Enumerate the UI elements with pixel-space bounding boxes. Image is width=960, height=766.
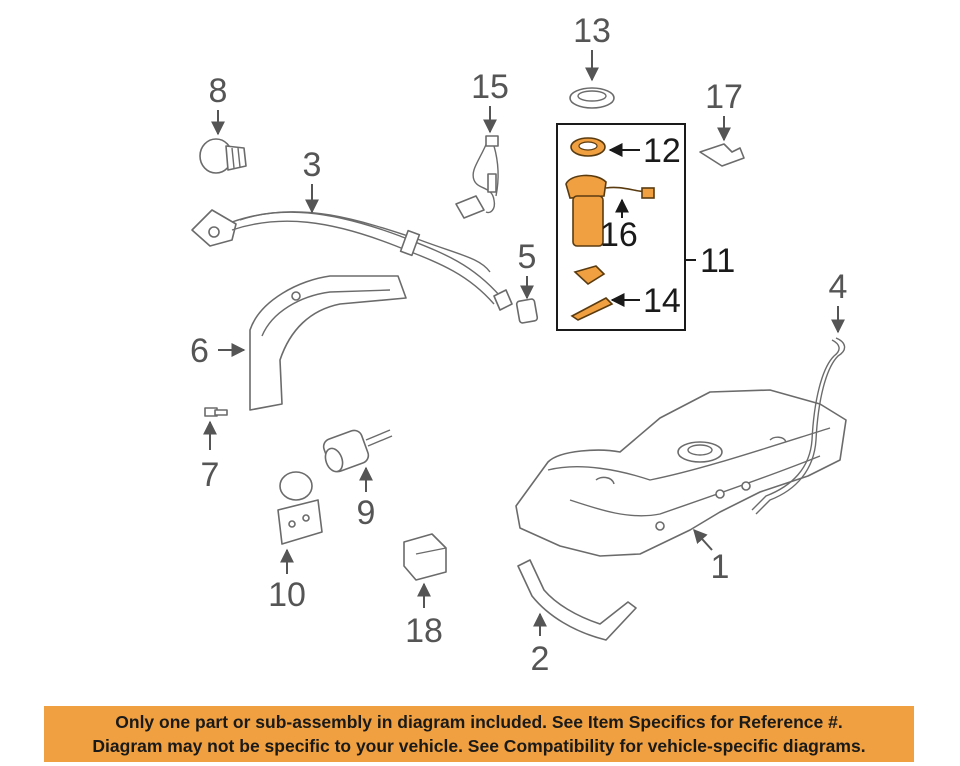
callout-12-label: 12 [643,132,681,170]
filler-pipe-part-3 [191,209,513,311]
callout-4-label: 4 [829,268,848,306]
callout-1: 1 [693,528,730,586]
callout-6: 6 [190,332,246,370]
callout-7-label: 7 [201,456,220,494]
callout-14-label: 14 [643,282,681,320]
callout-8-label: 8 [209,72,228,110]
callout-7: 7 [201,420,220,494]
callout-10: 10 [268,548,306,614]
callout-8: 8 [209,72,228,136]
strap-part-2 [517,559,637,641]
filter-part-9 [322,429,393,473]
shield-part-6 [249,275,407,411]
lock-ring-part-13 [569,87,615,109]
seal-part-12 [570,137,606,157]
callout-6-label: 6 [190,332,209,370]
callout-17: 17 [705,78,743,142]
fuel-tank-part-1 [515,389,847,557]
bolt-part-7 [204,407,228,417]
callout-5-label: 5 [518,238,537,276]
callout-15: 15 [471,68,509,134]
fuel-pump-module-part-11 [556,123,696,331]
callout-2-label: 2 [531,640,550,678]
callout-2: 2 [531,612,550,678]
callout-18: 18 [405,582,443,650]
mount-part-10 [277,471,323,545]
disclaimer-line-2: Diagram may not be specific to your vehi… [92,736,866,756]
callout-14: 14 [610,282,681,320]
vent-line-part-4 [751,337,846,515]
connector-part-18 [403,533,447,581]
disclaimer-line-1: Only one part or sub-assembly in diagram… [115,712,843,732]
sensor-part-17 [699,143,745,167]
fuel-cap-part-8 [199,138,247,174]
callout-16-label: 16 [600,216,638,254]
callout-5: 5 [518,238,537,300]
bracket-part-14 [570,265,614,321]
callout-1-label: 1 [711,548,730,586]
callout-16: 16 [600,198,638,254]
callout-13: 13 [573,12,611,82]
callout-17-label: 17 [705,78,743,116]
callout-9-label: 9 [357,494,376,532]
callout-9: 9 [357,466,376,532]
callout-10-label: 10 [268,576,306,614]
callout-18-label: 18 [405,612,443,650]
fitting-part-5 [515,298,539,324]
disclaimer-banner: Only one part or sub-assembly in diagram… [44,706,914,762]
callout-13-label: 13 [573,12,611,50]
callout-15-label: 15 [471,68,509,106]
callout-3-label: 3 [303,146,322,184]
callout-3: 3 [303,146,322,214]
callout-4: 4 [829,268,848,334]
fuel-pump-part-16 [565,174,655,247]
harness-part-15 [455,135,499,219]
callout-12: 12 [608,132,681,170]
callout-11-label: 11 [700,242,735,280]
